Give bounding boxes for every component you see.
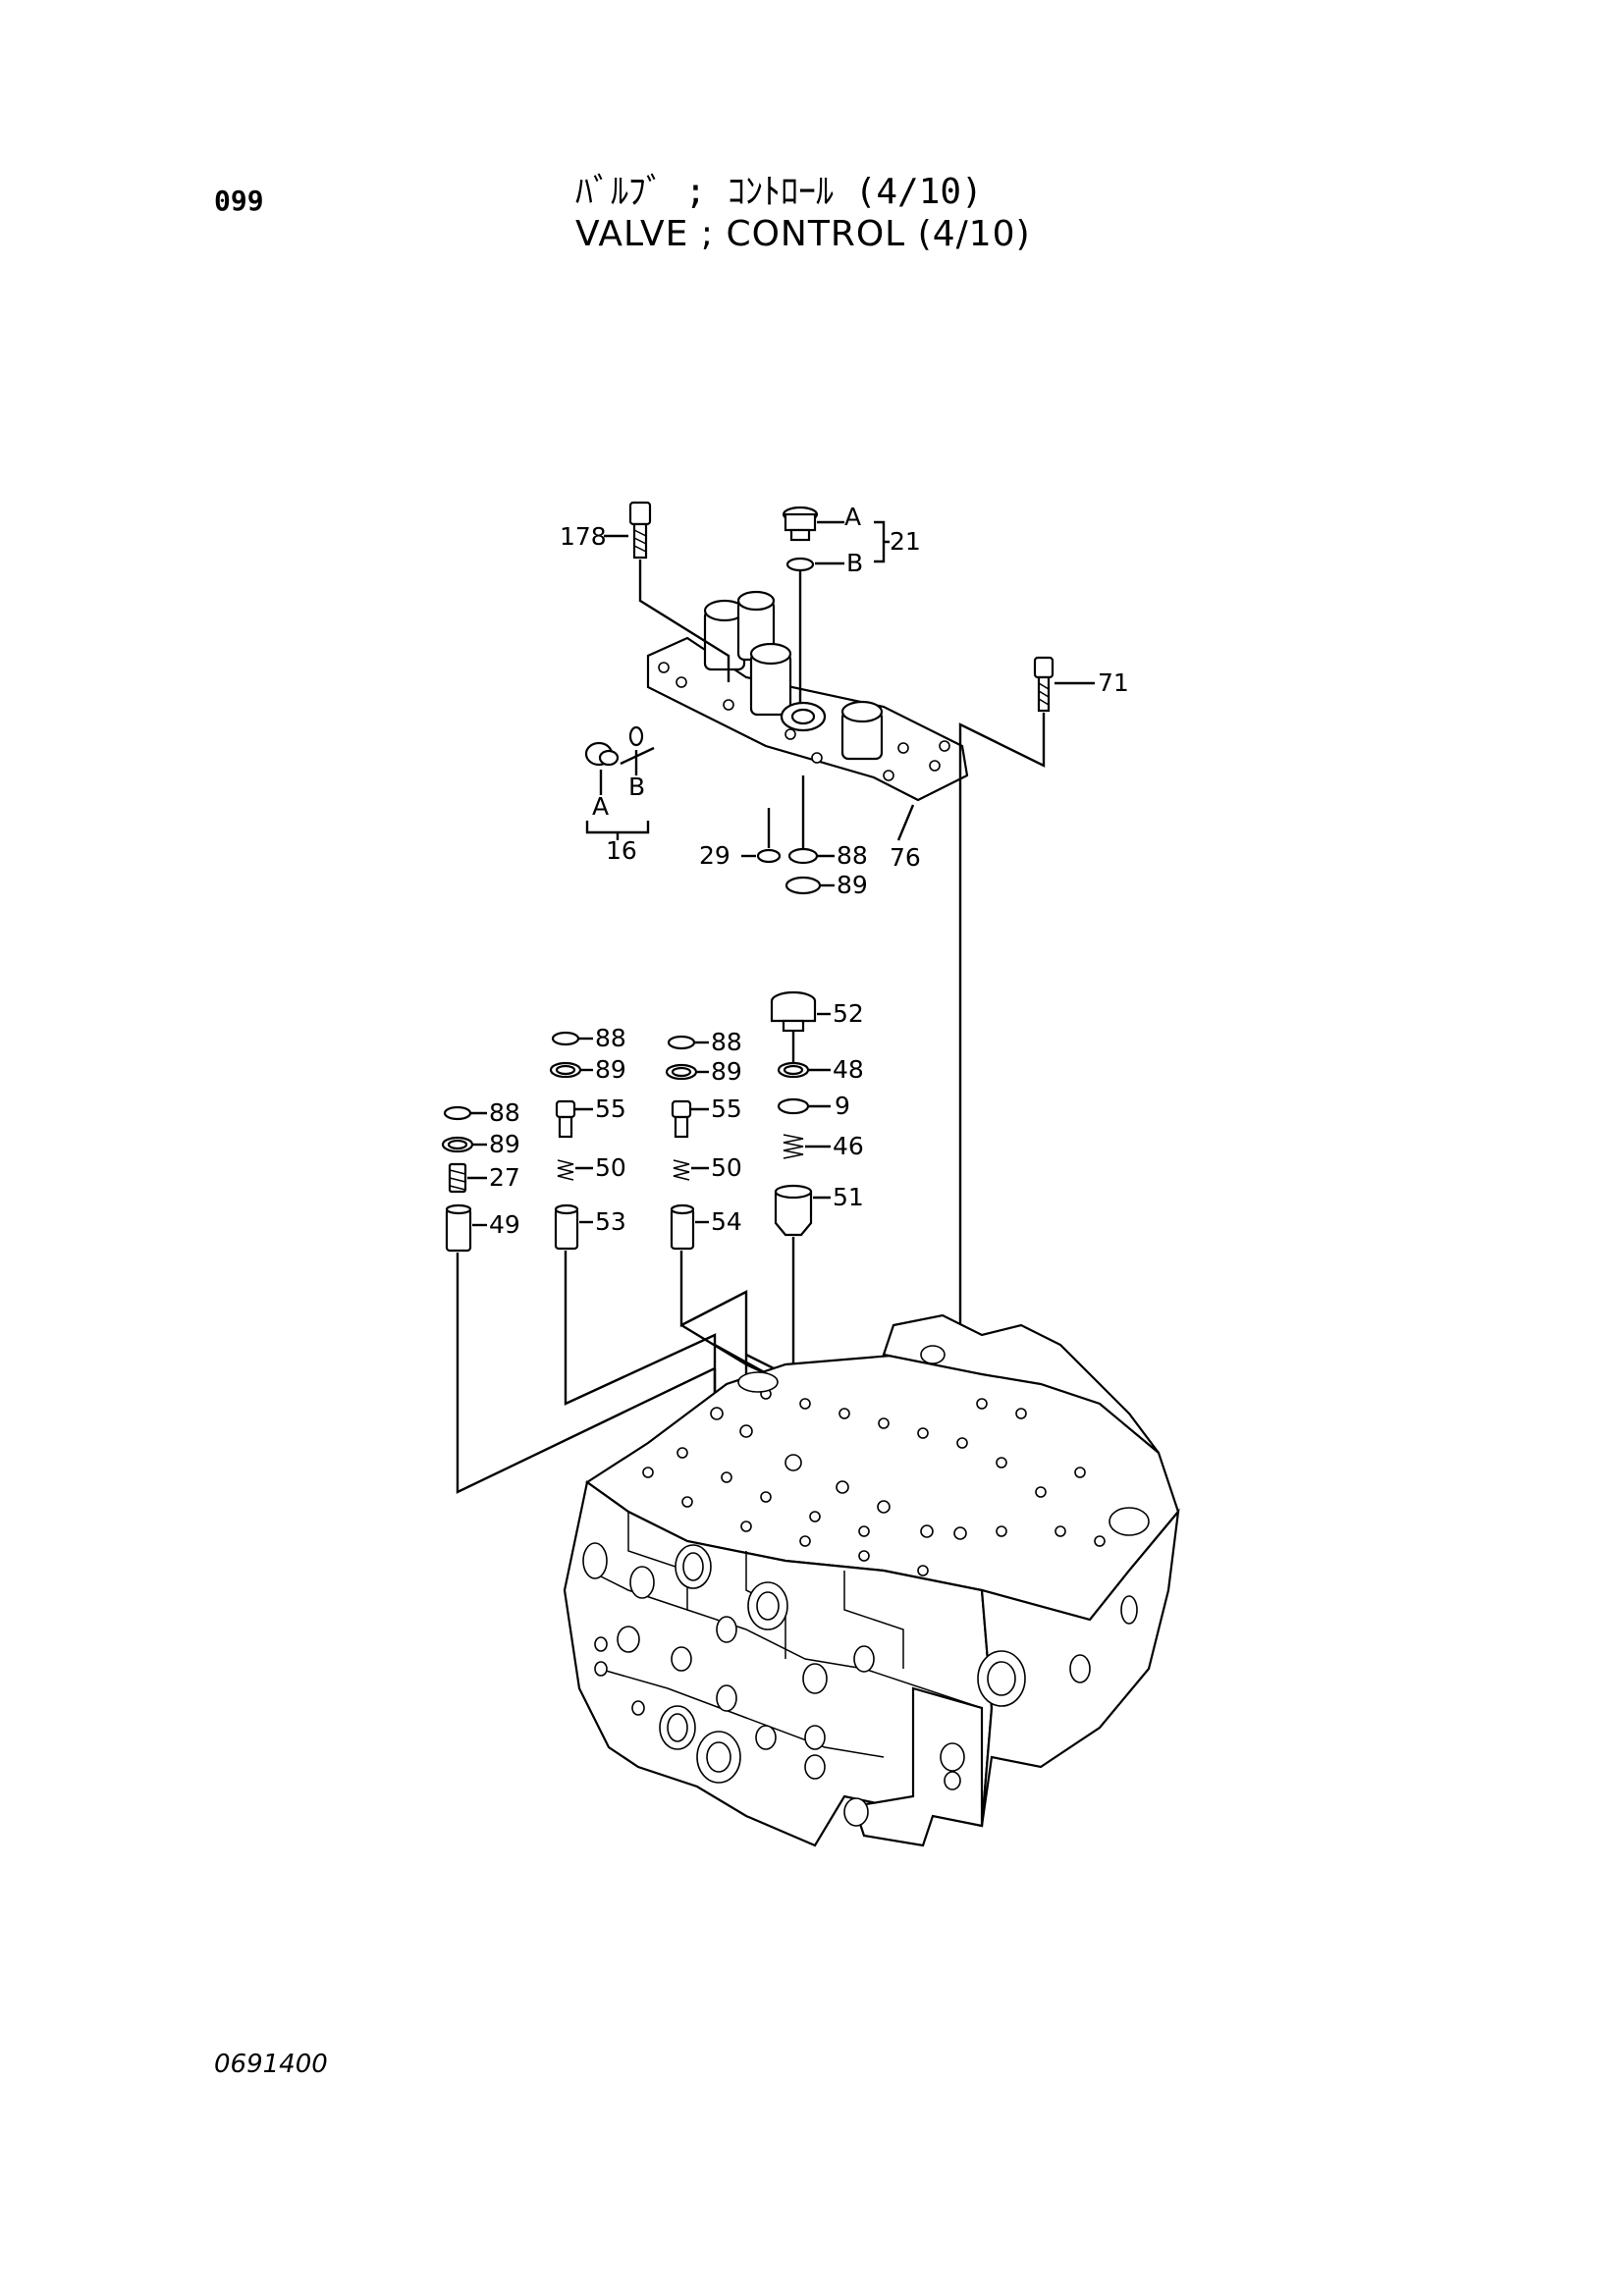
callout-49: 49 <box>489 1210 520 1239</box>
callout-16-a: A <box>592 792 609 821</box>
cover-assembly-76 <box>646 590 969 802</box>
callout-50-c: 50 <box>711 1153 742 1182</box>
callout-52: 52 <box>833 999 864 1028</box>
callout-88-b: 88 <box>595 1024 626 1052</box>
title-japanese: ﾊﾞﾙﾌﾞ ; ｺﾝﾄﾛｰﾙ (4/10) <box>575 172 983 212</box>
callout-50-b: 50 <box>595 1153 626 1182</box>
callout-89-c: 89 <box>711 1057 742 1086</box>
stack-49 <box>441 1105 716 1494</box>
stack-53 <box>549 1031 717 1406</box>
figure-number: 0691400 <box>214 2050 328 2079</box>
callout-27: 27 <box>489 1163 520 1192</box>
bolt-71 <box>958 656 1095 1345</box>
title-english: VALVE ; CONTROL (4/10) <box>575 214 1031 254</box>
callout-53: 53 <box>595 1207 626 1236</box>
callout-178: 178 <box>560 522 607 551</box>
callout-89-a: 89 <box>489 1130 520 1158</box>
callout-21: 21 <box>890 527 921 556</box>
callout-76: 76 <box>890 843 921 872</box>
callout-29: 29 <box>699 841 730 870</box>
plug-16 <box>584 725 655 840</box>
callout-9: 9 <box>835 1092 850 1120</box>
callout-21-a: A <box>844 503 861 531</box>
callout-89-top: 89 <box>837 871 868 899</box>
callout-16-b: B <box>628 773 645 801</box>
callout-16: 16 <box>606 836 637 865</box>
callout-55-b: 55 <box>595 1095 626 1123</box>
control-valve-body <box>563 1313 1180 1847</box>
stack-54 <box>665 1035 748 1427</box>
callout-21-b: B <box>846 549 863 577</box>
callout-48: 48 <box>833 1055 864 1084</box>
callout-88-top: 88 <box>837 841 868 870</box>
callout-89-b: 89 <box>595 1055 626 1084</box>
bolt-178 <box>604 501 730 682</box>
callout-55-c: 55 <box>711 1095 742 1123</box>
callout-46: 46 <box>833 1132 864 1160</box>
callout-51: 51 <box>833 1183 864 1211</box>
callout-88-a: 88 <box>489 1098 520 1127</box>
page-number: 099 <box>214 185 264 217</box>
seals-under-cover <box>741 775 915 895</box>
callout-54: 54 <box>711 1207 742 1236</box>
callout-88-c: 88 <box>711 1028 742 1056</box>
callout-labels: 178 A B 21 71 B A 16 29 88 89 76 52 48 9… <box>489 503 1129 1239</box>
stack-51 <box>770 990 831 1463</box>
plug-21 <box>782 506 890 702</box>
callout-71: 71 <box>1098 668 1129 697</box>
